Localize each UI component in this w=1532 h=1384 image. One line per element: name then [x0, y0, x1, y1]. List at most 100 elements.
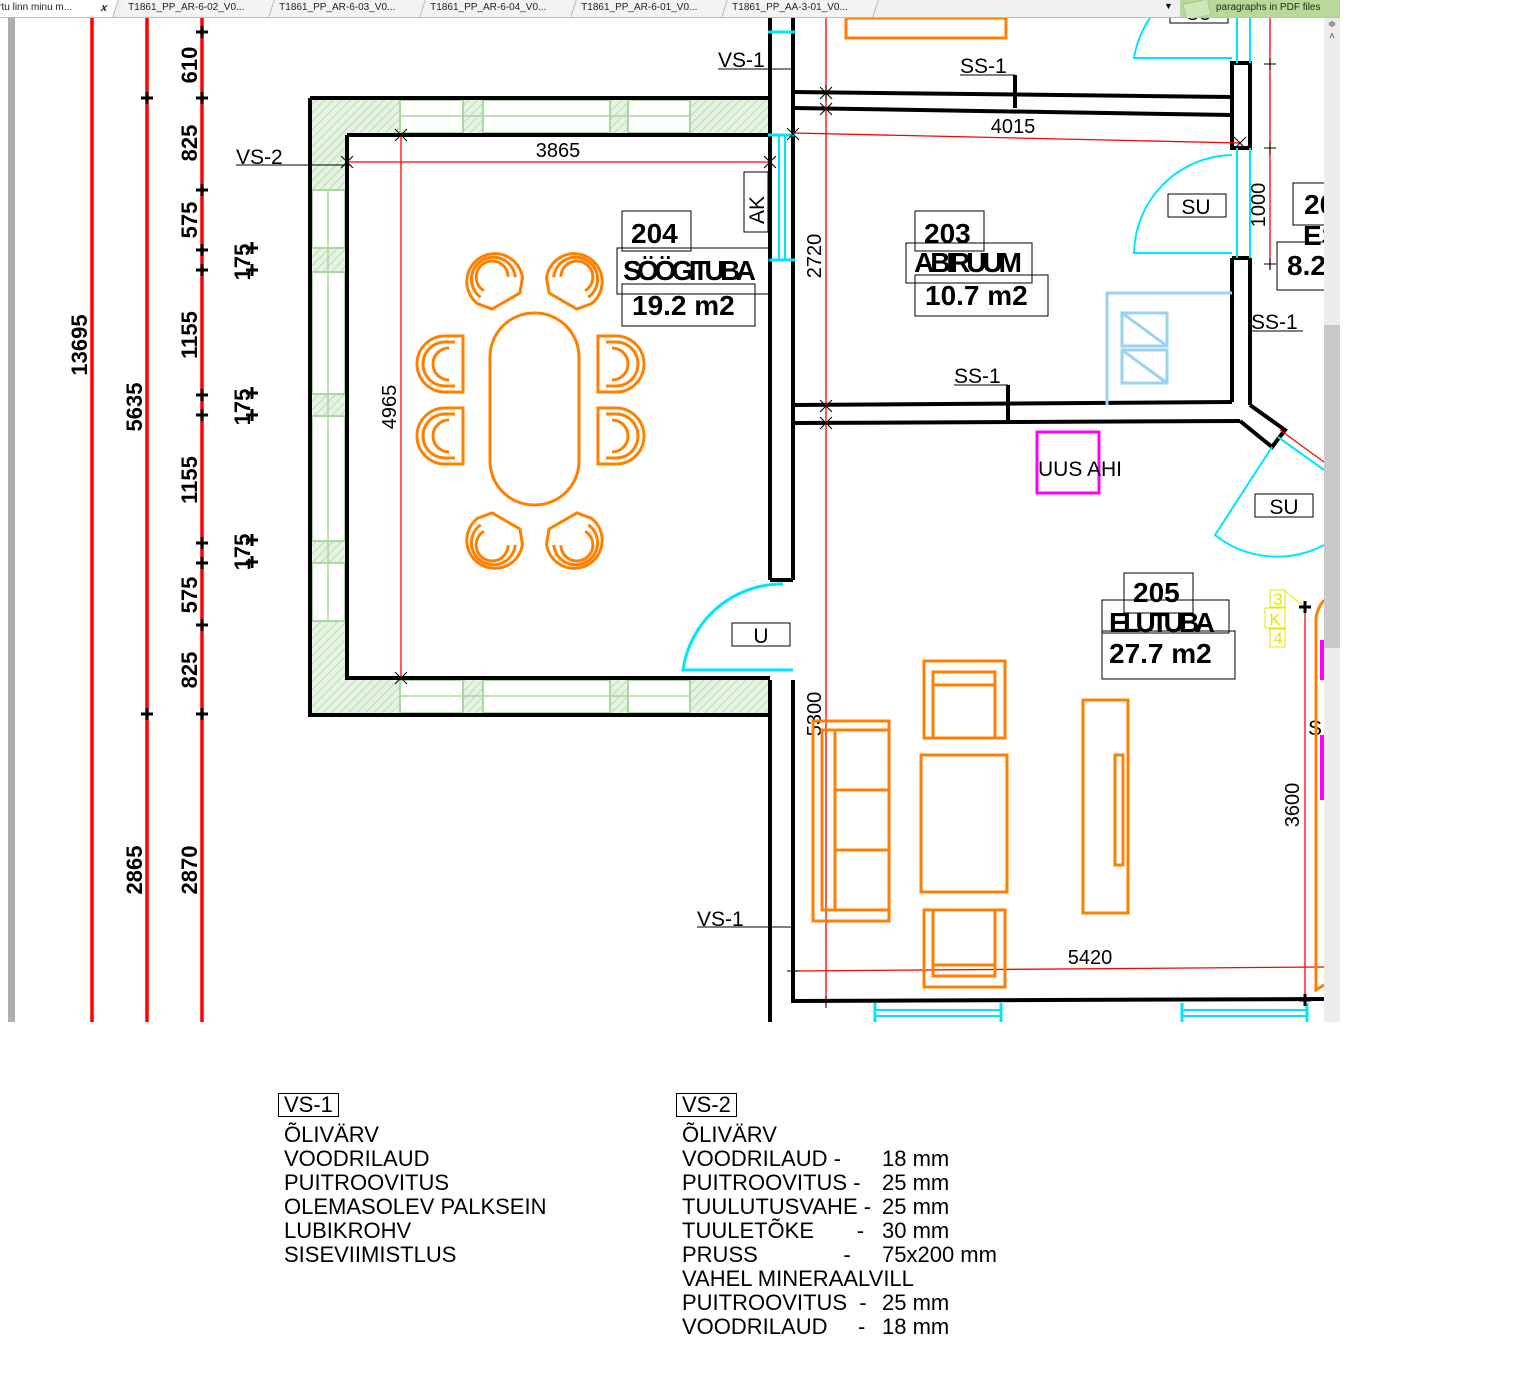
room-number: 205 — [1133, 577, 1180, 608]
legend-title: VS-2 — [676, 1093, 737, 1117]
legend-row: VOODRILAUD - 18 mm — [676, 1147, 997, 1171]
document-tab-bar: rtu linn minu m... x T1861_PP_AR-6-02_V0… — [0, 0, 1340, 21]
tab-label: T1861_PP_AR-6-04_V0... — [430, 2, 547, 13]
promo-text: paragraphs in PDF files — [1216, 2, 1321, 13]
floor-plan-drawing: 13695 5635 2865 610 825 575 1155 1155 57… — [67, 18, 1324, 1022]
tab-document[interactable]: T1861_PP_AR-6-04_V0... — [421, 0, 577, 17]
dining-chairs — [415, 241, 646, 581]
legend-row: TUULUTUSVAHE - 25 mm — [676, 1195, 997, 1219]
door-tag-ak: AK — [746, 196, 769, 224]
dimension-chain: 1155 — [177, 456, 202, 504]
room-name: ES — [1303, 220, 1324, 251]
legend-material: VOODRILAUD - — [682, 1314, 866, 1339]
dimension-5300: 5300 — [804, 692, 826, 737]
legend-thickness: 25 mm — [882, 1194, 950, 1219]
storage-rack — [1105, 291, 1232, 405]
dimension-2720: 2720 — [804, 234, 826, 279]
interior-walls — [768, 18, 1324, 1022]
dimension-chain: 575 — [177, 577, 202, 614]
tab-label: T1861_PP_AR-6-03_V0... — [279, 2, 396, 13]
dimension-2865: 2865 — [122, 846, 147, 895]
room-dimension-lines — [347, 18, 1324, 1005]
promo-banner[interactable]: paragraphs in PDF files — [1180, 0, 1340, 21]
dimension-chain: 2870 — [177, 846, 202, 895]
room-label-205: 205 ELUTUBA 27.7 m2 — [1101, 572, 1236, 680]
dining-room-walls — [308, 96, 770, 717]
vertical-scrollbar[interactable]: ≑ ˄ — [1324, 18, 1340, 1022]
room-name: ABIRUUM — [914, 247, 1022, 278]
left-panel-splitter[interactable] — [8, 18, 15, 1022]
door-tag-su-cut: SU — [1186, 18, 1211, 24]
scroll-split-icon[interactable]: ≑ — [1327, 19, 1337, 30]
wall-tags: VS-1 VS-2 SS-1 SS-1 SS-1 VS-1 S — [236, 49, 1322, 931]
scroll-up-icon[interactable]: ˄ — [1329, 31, 1335, 42]
legend-row: VAHEL MINERAALVILL — [676, 1267, 997, 1291]
room-name: ELUTUBA — [1109, 607, 1215, 638]
dimension-chain: 825 — [177, 125, 202, 162]
dimension-chain: 610 — [177, 47, 202, 84]
dimension-chain: 1155 — [177, 311, 202, 359]
legend-thickness: 18 mm — [882, 1146, 950, 1171]
room-label-204: 204 SÖÖGITUBA 19.2 m2 — [616, 210, 770, 327]
dimension-3600: 3600 — [1282, 783, 1304, 828]
stove-label: UUS AHI — [1038, 458, 1122, 481]
dimension-small: 175 — [230, 389, 255, 426]
legend-material: TUULUTUSVAHE - — [682, 1194, 872, 1219]
legend-thickness: 75x200 mm — [882, 1242, 997, 1267]
dimension-chain: 825 — [177, 652, 202, 689]
wall-tag-ss1: SS-1 — [960, 55, 1007, 78]
room-area: 19.2 m2 — [632, 290, 735, 321]
tab-active-document[interactable]: rtu linn minu m... x — [0, 0, 119, 17]
stove-marker — [1035, 430, 1101, 495]
legend-row: PRUSS -75x200 mm — [676, 1243, 997, 1267]
door-tag-u: U — [753, 625, 768, 648]
legend-title: VS-1 — [278, 1093, 339, 1117]
tab-document[interactable]: T1861_PP_AR-6-03_V0... — [270, 0, 426, 17]
dimension-chain: 575 — [177, 202, 202, 239]
wall-tag-vs1: VS-1 — [697, 908, 744, 931]
room-label-203: 203 ABIRUUM 10.7 m2 — [905, 210, 1049, 317]
scrollbar-thumb[interactable] — [1324, 325, 1340, 648]
legend-vs1: VS-1 ÕLIVÄRV VOODRILAUD PUITROOVITUS OLE… — [278, 1093, 546, 1267]
legend-thickness: 25 mm — [882, 1170, 950, 1195]
room-area: 27.7 m2 — [1109, 638, 1212, 669]
dimension-4015: 4015 — [991, 116, 1036, 138]
legend-material: ÕLIVÄRV — [682, 1122, 777, 1147]
legend-material: PUITROOVITUS - — [682, 1170, 861, 1195]
dimension-dining-height: 4965 — [379, 385, 401, 430]
legend-thickness: 25 mm — [882, 1290, 950, 1315]
tab-label: T1861_PP_AR-6-02_V0... — [128, 2, 245, 13]
legend-material: VOODRILAUD - — [682, 1146, 841, 1171]
tab-document[interactable]: T1861_PP_AR-6-01_V0... — [572, 0, 728, 17]
legend-row: VOODRILAUD - 18 mm — [676, 1315, 997, 1339]
legend-row: TUULETÕKE -30 mm — [676, 1219, 997, 1243]
legend-row: LUBIKROHV — [284, 1218, 412, 1243]
room-number: 204 — [631, 218, 678, 249]
dimension-small: 175 — [230, 244, 255, 281]
tab-list-dropdown-icon[interactable]: ▼ — [1164, 1, 1173, 11]
stair-marker-text: K — [1269, 610, 1281, 629]
room-name: SÖÖGITUBA — [623, 255, 756, 286]
dimension-1000: 1000 — [1248, 183, 1270, 228]
dining-table — [488, 311, 581, 507]
legend-thickness: 18 mm — [882, 1314, 950, 1339]
tab-document[interactable]: T1861_PP_AR-6-02_V0... — [119, 0, 275, 17]
legend-row: SISEVIIMISTLUS — [284, 1242, 457, 1267]
tab-label: T1861_PP_AA-3-01_V0... — [732, 2, 848, 13]
door-tag-su: SU — [1269, 496, 1298, 519]
dimension-dining-width: 3865 — [536, 140, 581, 162]
legend-row: PUITROOVITUS -25 mm — [676, 1291, 997, 1315]
living-room-furniture — [811, 18, 1324, 993]
stair-marker-text: 4 — [1273, 629, 1282, 648]
door-tag-su: SU — [1181, 196, 1210, 219]
legend-material: TUULETÕKE - — [682, 1218, 865, 1243]
tab-document[interactable]: T1861_PP_AA-3-01_V0... — [723, 0, 879, 17]
legend-row: OLEMASOLEV PALKSEIN — [284, 1194, 547, 1219]
wall-tag-vs1: VS-1 — [718, 49, 765, 72]
wall-tag-vs2: VS-2 — [236, 146, 283, 169]
dimension-5420: 5420 — [1068, 947, 1113, 969]
legend-row: VOODRILAUD — [284, 1146, 430, 1171]
tab-label: T1861_PP_AR-6-01_V0... — [581, 2, 698, 13]
close-tab-icon[interactable]: x — [99, 2, 110, 14]
legend-vs2: VS-2 ÕLIVÄRV VOODRILAUD - 18 mm PUITROOVI… — [676, 1093, 997, 1339]
